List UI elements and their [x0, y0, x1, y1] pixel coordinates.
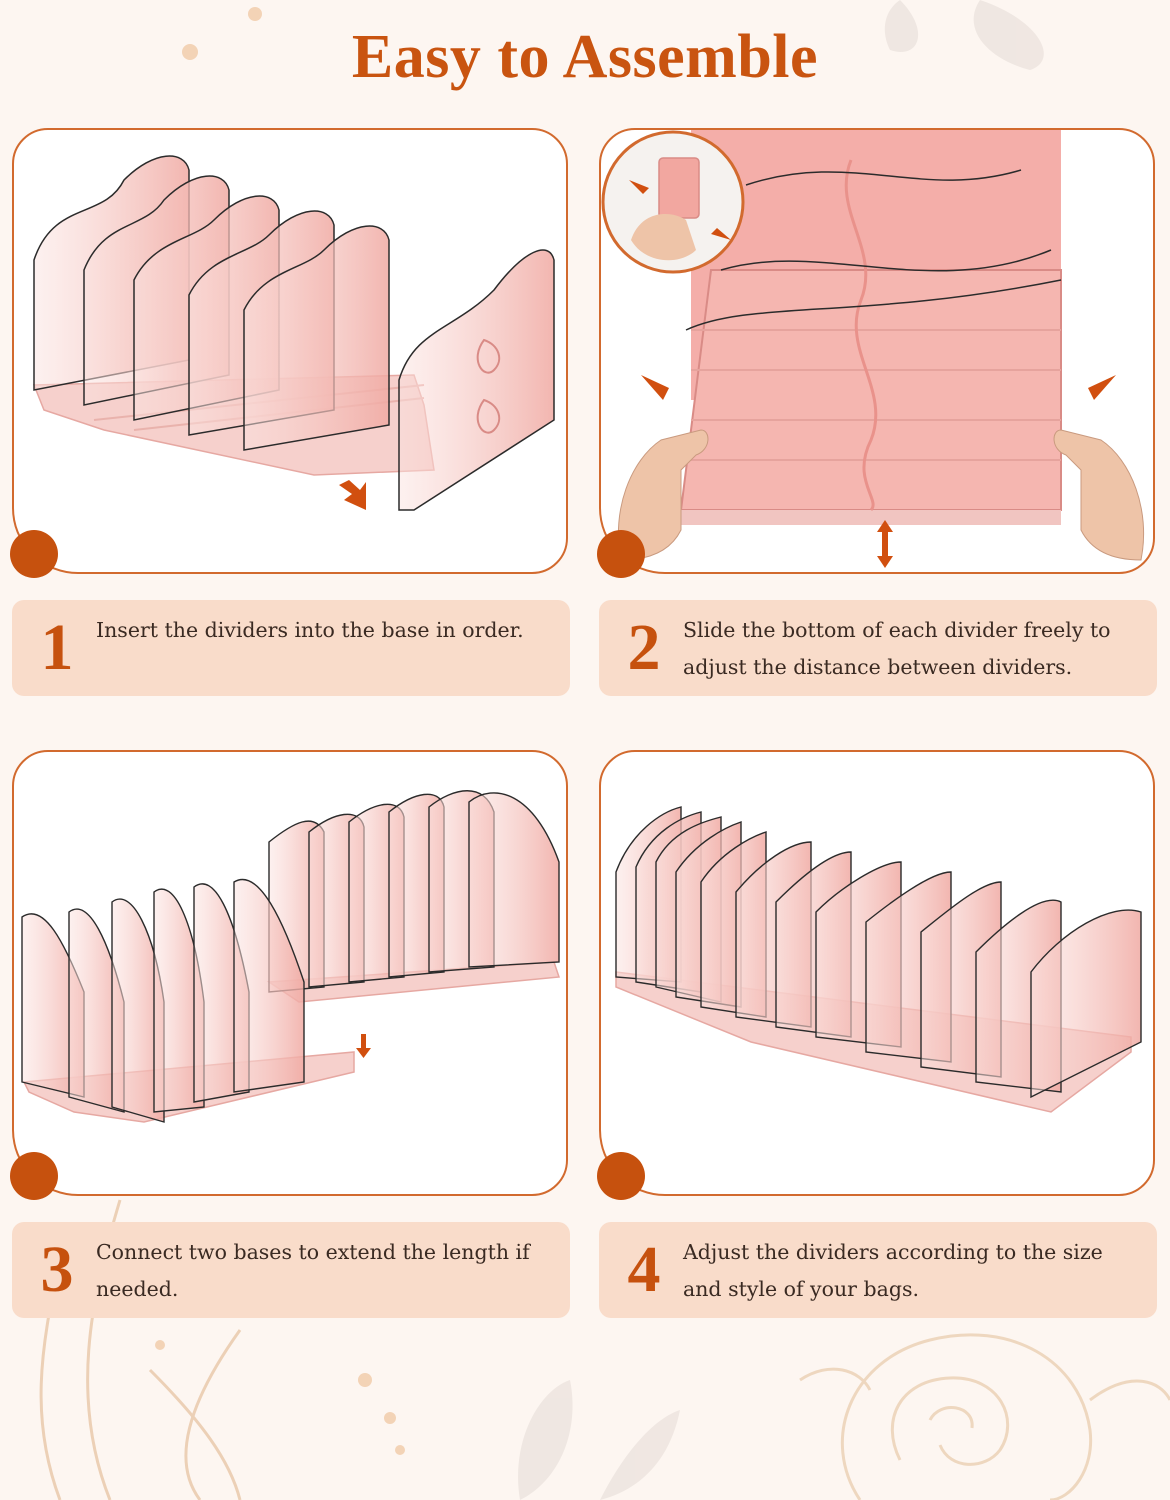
step-4-caption: 4 Adjust the dividers according to the s… [599, 1222, 1157, 1318]
step-number: 2 [627, 611, 661, 684]
organizer-tray [679, 130, 1062, 525]
step-text: Slide the bottom of each divider freely … [683, 618, 1111, 679]
organizer-base-right [266, 790, 561, 1003]
step-2-panel [599, 128, 1155, 574]
step-dot-icon [597, 1152, 645, 1200]
step-dot-icon [10, 530, 58, 578]
step-number: 4 [627, 1233, 661, 1306]
step-1-illustration [32, 155, 555, 511]
arrow-icon [356, 1034, 371, 1058]
step-text: Insert the dividers into the base in ord… [96, 618, 524, 642]
step-1-caption: 1 Insert the dividers into the base in o… [12, 600, 570, 696]
step-dot-icon [10, 1152, 58, 1200]
leaf-decoration-icon [518, 0, 1044, 1500]
page-title: Easy to Assemble [351, 23, 819, 91]
step-4-panel [599, 750, 1155, 1196]
step-number: 3 [40, 1233, 74, 1306]
step-3-panel [12, 750, 568, 1196]
divider-group [33, 155, 390, 451]
hand-illustration [617, 429, 1145, 561]
rose-decoration-icon [799, 1333, 1170, 1500]
step-2-illustration [601, 130, 1145, 568]
step-text: Connect two bases to extend the length i… [96, 1240, 530, 1301]
step-2-caption: 2 Slide the bottom of each divider freel… [599, 600, 1157, 696]
arrow-icon [629, 180, 1116, 400]
step-text: Adjust the dividers according to the siz… [683, 1240, 1103, 1301]
step-number: 1 [40, 611, 74, 684]
dot-decoration [155, 7, 405, 1455]
updown-arrow-icon [877, 520, 893, 568]
divider-group [615, 806, 1142, 1099]
step-4-illustration [615, 806, 1142, 1113]
step-3-caption: 3 Connect two bases to extend the length… [12, 1222, 570, 1318]
step-1-panel [12, 128, 568, 574]
arrow-icon [339, 480, 366, 510]
single-divider [398, 249, 555, 511]
step-dot-icon [597, 530, 645, 578]
organizer-base-left [21, 879, 355, 1123]
inset-circle [601, 130, 745, 274]
step-3-illustration [21, 790, 561, 1123]
